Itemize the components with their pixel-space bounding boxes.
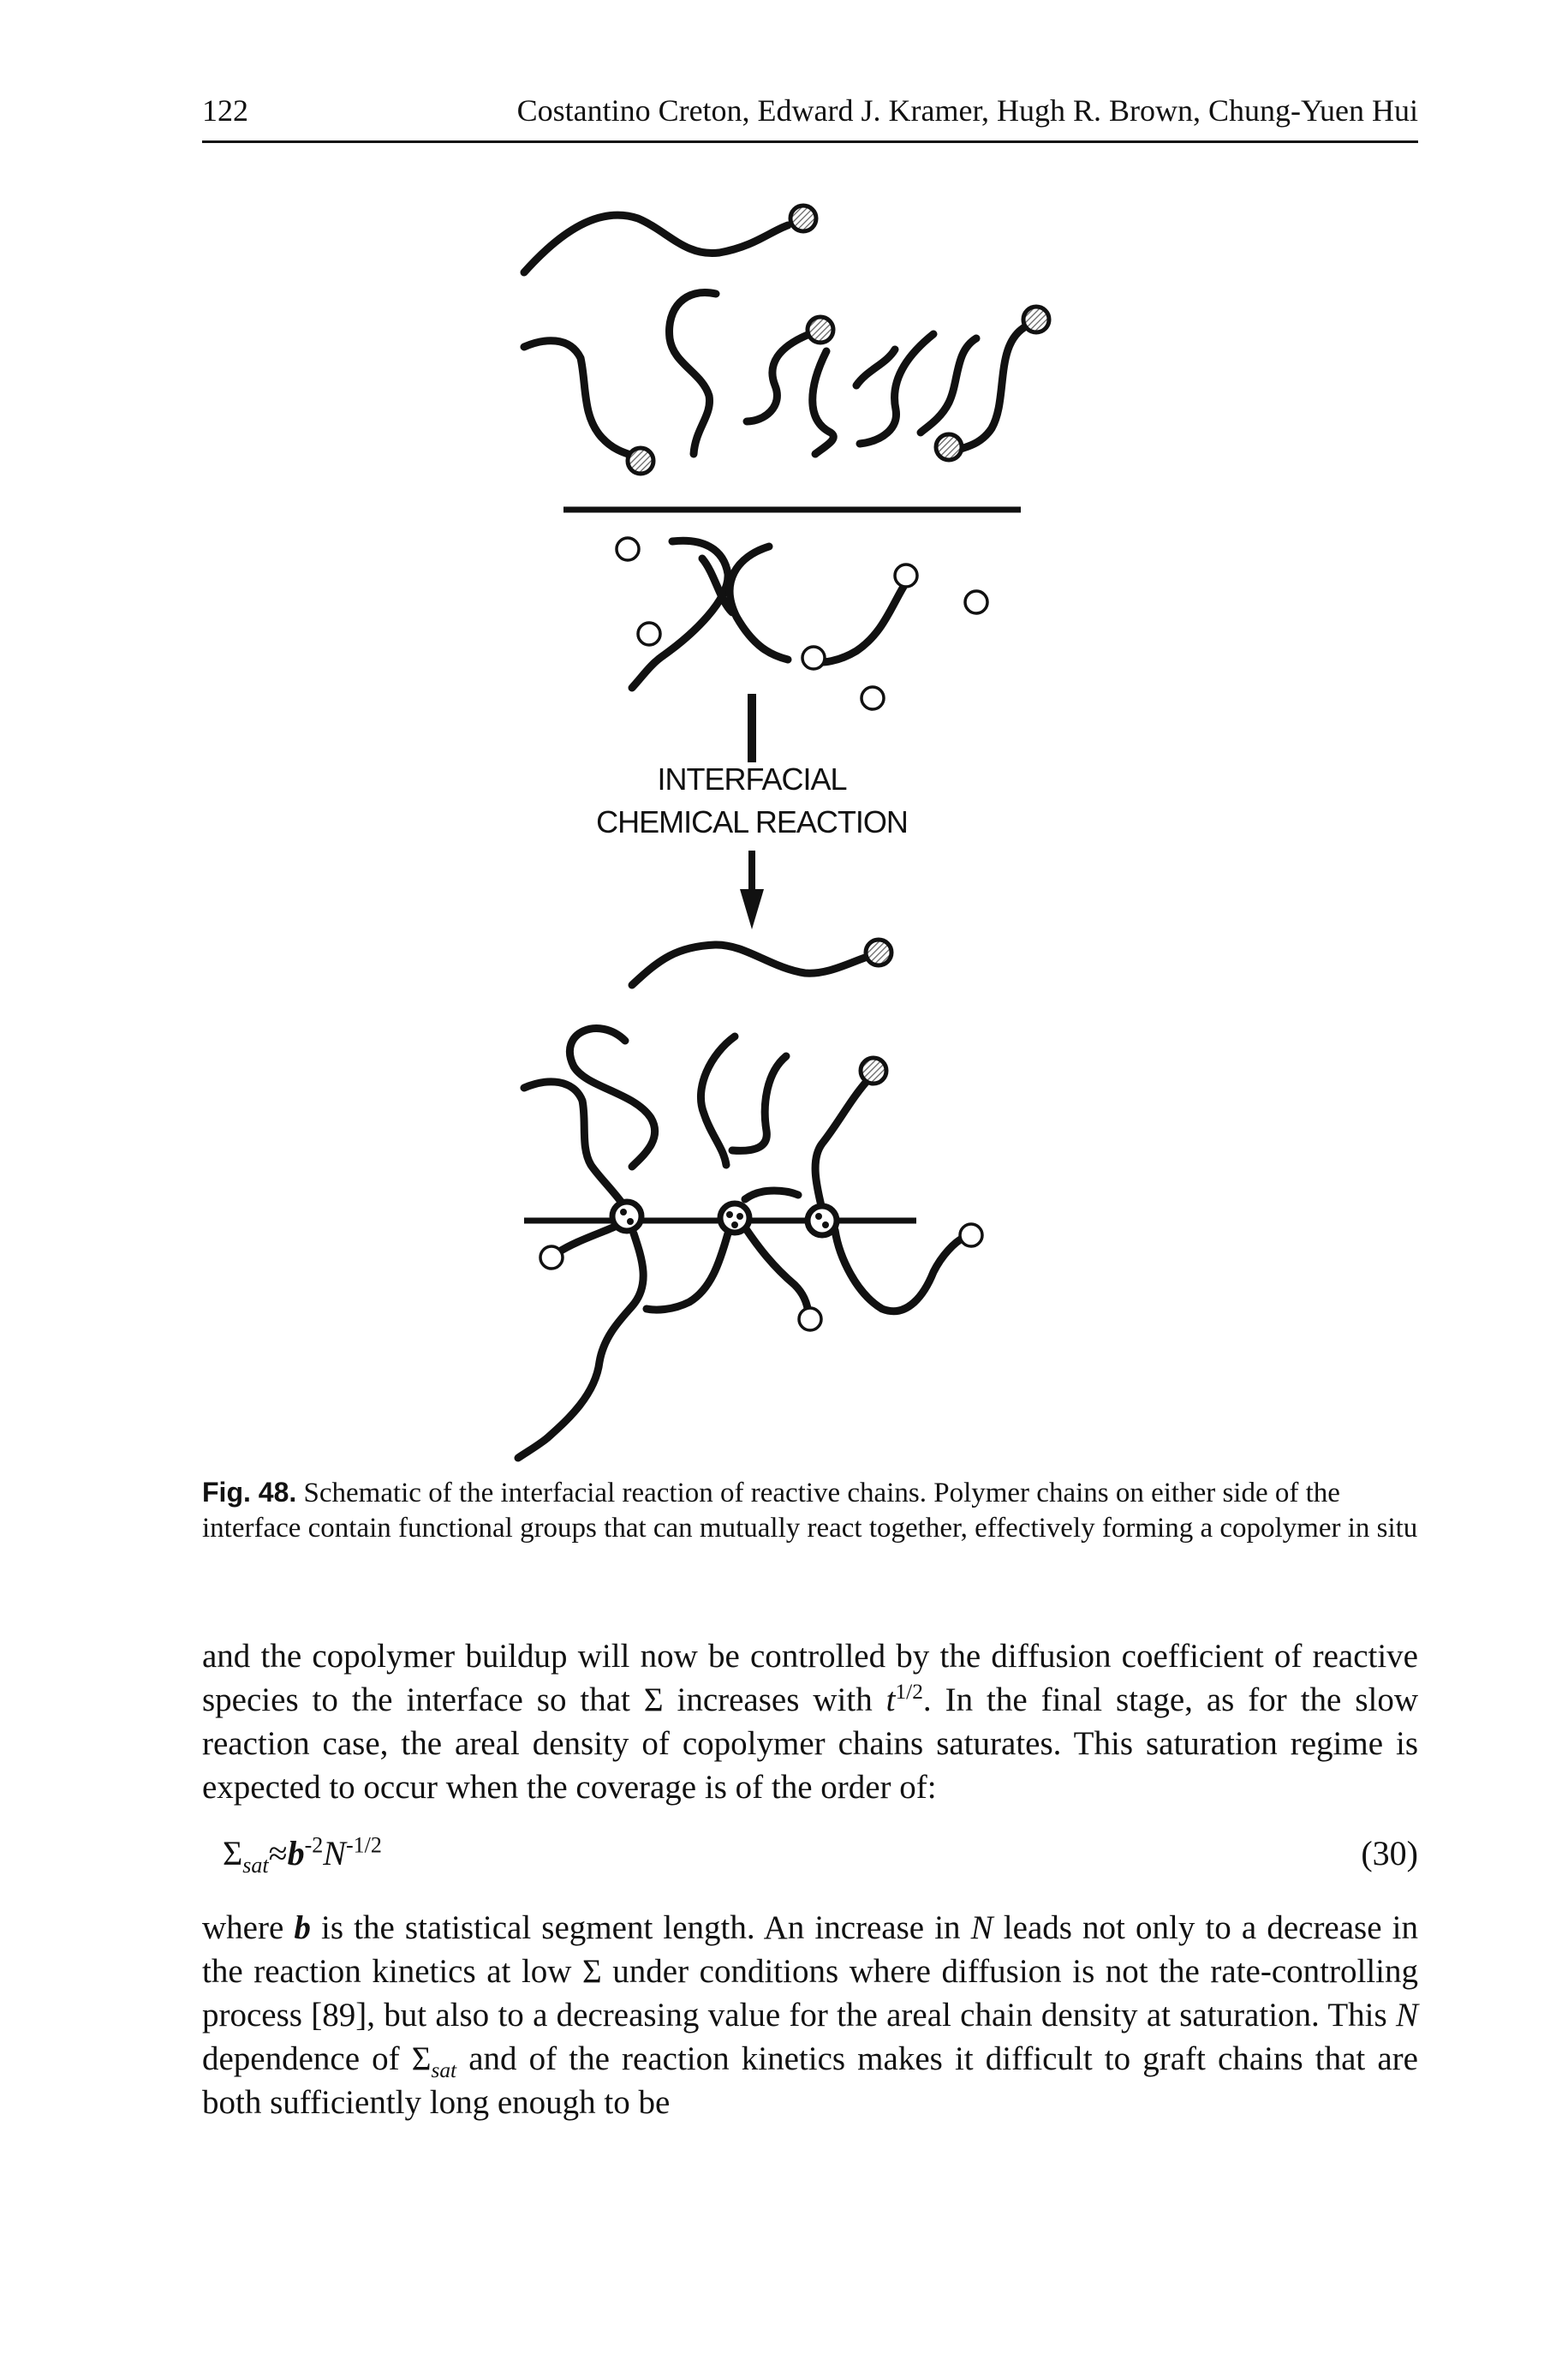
chain-14 (628, 941, 869, 989)
paragraph-text: where (202, 1909, 295, 1946)
hatched-group-icon (863, 937, 894, 968)
equation-30: Σsat≈b-2N-1/2 (30) (202, 1833, 1418, 1884)
junction-icon (717, 1200, 753, 1236)
figure-caption: Fig. 48. Schematic of the interfacial re… (202, 1475, 1418, 1546)
figure-label: Fig. 48. (202, 1477, 297, 1508)
chain-25 (831, 1226, 968, 1316)
chain-19 (811, 1072, 875, 1214)
n-exponent: -1/2 (345, 1832, 382, 1858)
paragraph-text: leads not only to a decrease in the reac… (202, 1909, 1418, 1990)
junction-points (609, 1198, 840, 1239)
open-group-icon (801, 645, 826, 671)
chain-20 (741, 1186, 802, 1203)
sigma-subscript: sat (431, 2057, 457, 2082)
chain-24 (742, 1226, 813, 1317)
page-header: 122 Costantino Creton, Edward J. Kramer,… (202, 86, 1418, 143)
upper-reactive-groups (625, 203, 1052, 476)
hatched-group-icon (805, 314, 836, 345)
open-group-icon (958, 1222, 984, 1248)
chain-6 (856, 330, 938, 448)
hatched-group-icon (858, 1055, 889, 1086)
hatched-group-icon (933, 432, 964, 463)
chain-9 (955, 321, 1032, 454)
chain-8 (916, 334, 981, 437)
reacted-lower-chains (514, 1222, 968, 1462)
sigma-symbol: Σ (411, 2040, 432, 2077)
chain-23 (642, 1229, 732, 1314)
sigma-symbol: Σ (582, 1953, 602, 1990)
reacted-upper-groups (858, 937, 894, 1086)
reacted-lower-groups (539, 1222, 984, 1332)
junction-icon (804, 1203, 840, 1239)
hatched-group-icon (1021, 304, 1052, 335)
paragraph-text: dependence of (202, 2040, 412, 2077)
chain-15 (565, 1024, 659, 1171)
segment-length-variable: b (287, 1834, 305, 1872)
open-group-icon (615, 536, 641, 562)
chain-length-variable: N (323, 1834, 346, 1872)
chain-11 (725, 542, 792, 664)
figure-48: INTERFACIAL CHEMICAL REACTION (480, 171, 1096, 1473)
sigma-symbol: Σ (223, 1834, 243, 1872)
paragraph-text: . In the final stage, as for the slow re… (202, 1681, 1418, 1806)
chain-17 (696, 1032, 739, 1169)
paragraph-text: increases with (663, 1681, 886, 1718)
running-head: Costantino Creton, Edward J. Kramer, Hug… (516, 93, 1418, 128)
chain-3 (665, 289, 720, 458)
b-exponent: -2 (304, 1832, 324, 1858)
hatched-group-icon (788, 203, 819, 234)
lower-reactive-groups (615, 536, 989, 711)
paragraph-text: is the statistical segment length. An in… (310, 1909, 971, 1946)
figure-label-interfacial: INTERFACIAL (657, 761, 846, 797)
equation-number: (30) (1361, 1834, 1418, 1872)
caption-text: Schematic of the interfacial reaction of… (202, 1478, 1418, 1544)
hatched-group-icon (625, 445, 656, 476)
reaction-schematic: INTERFACIAL CHEMICAL REACTION (514, 203, 1052, 1462)
chain-length-variable: N (970, 1909, 993, 1946)
paragraph-text: and of the reaction kinetics makes it di… (202, 2040, 1418, 2121)
chain-22 (514, 1229, 647, 1462)
time-exponent: 1/2 (895, 1680, 923, 1704)
chain-13 (698, 554, 736, 617)
reacted-upper-chains (520, 941, 875, 1214)
chain-4 (742, 331, 812, 426)
approx-symbol: ≈ (268, 1834, 288, 1872)
reaction-arrow (740, 694, 764, 929)
open-group-icon (539, 1245, 564, 1270)
chain-21 (554, 1222, 619, 1257)
body-paragraph-2: where b is the statistical segment lengt… (202, 1906, 1418, 2124)
open-group-icon (860, 685, 885, 711)
chain-5 (808, 347, 838, 458)
time-variable: t (885, 1681, 896, 1718)
chain-length-variable: N (1395, 1997, 1418, 2034)
chain-16 (520, 1078, 631, 1214)
paragraph-text: under conditions where diffusion is not … (202, 1953, 1418, 2034)
page-number: 122 (202, 93, 248, 128)
lower-chains (628, 536, 908, 692)
sigma-symbol: Σ (643, 1681, 664, 1718)
open-group-icon (963, 589, 989, 615)
chain-18 (728, 1052, 790, 1155)
upper-chains (520, 211, 1032, 463)
segment-length-variable: b (294, 1909, 311, 1946)
open-group-icon (797, 1306, 823, 1332)
body-paragraph-1: and the copolymer buildup will now be co… (202, 1634, 1418, 1809)
open-group-icon (636, 621, 662, 647)
chain-1 (520, 211, 792, 277)
chain-2 (520, 337, 645, 463)
paragraph-text: and the copolymer buildup will now be co… (202, 1638, 1418, 1718)
chain-12 (808, 582, 908, 666)
sigma-subscript: sat (242, 1853, 269, 1878)
chain-7 (852, 345, 899, 390)
equation-body: Σsat≈b-2N-1/2 (223, 1832, 382, 1877)
junction-icon (609, 1198, 645, 1234)
open-group-icon (893, 563, 919, 588)
figure-label-chemical-reaction: CHEMICAL REACTION (596, 804, 908, 839)
chain-10 (628, 536, 732, 692)
